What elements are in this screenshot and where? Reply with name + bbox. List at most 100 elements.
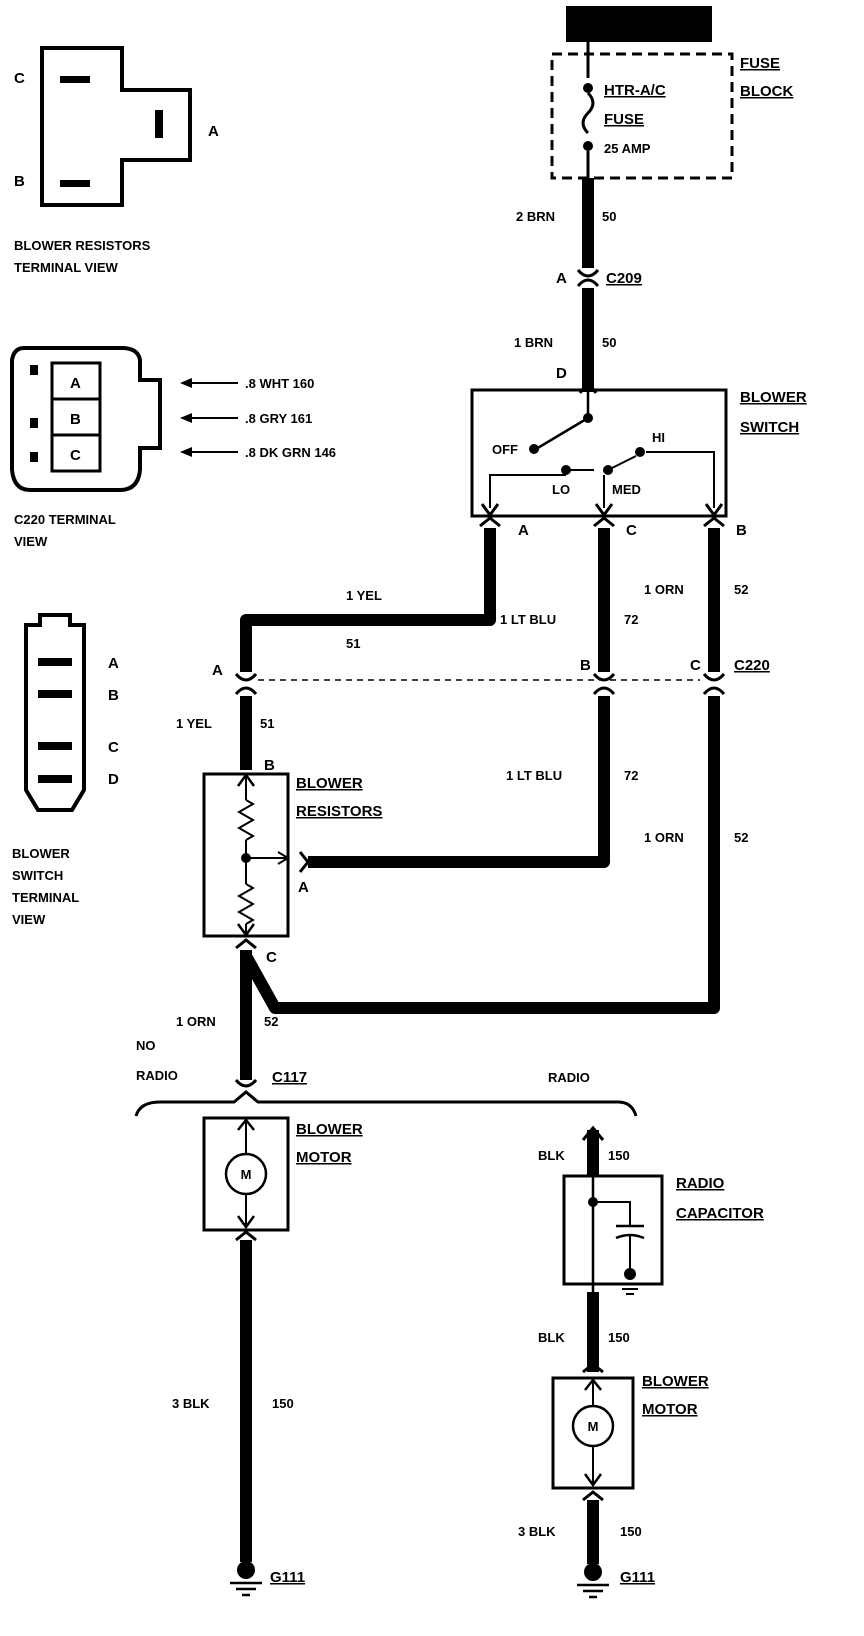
wire-52-bottom-circuit: 52 [264, 1014, 278, 1029]
wire-50-top-circuit: 50 [602, 209, 616, 224]
blower-switch-title-1: BLOWER [740, 389, 807, 406]
switch-pin-d-label: D [556, 365, 567, 382]
connector-c220 [234, 672, 726, 696]
switch-view-title-4: VIEW [12, 912, 46, 927]
resistors-terminal-view: C A B BLOWER RESISTORS TERMINAL VIEW [14, 46, 219, 275]
wire-150-left-circuit: 150 [272, 1396, 294, 1411]
wire-72-bottom-color: 1 LT BLU [506, 768, 562, 783]
wire-51-bottom-circuit: 51 [260, 716, 274, 731]
resistor-pin-a: A [208, 123, 219, 140]
motor-symbol-right: M [588, 1419, 599, 1434]
switch-pos-hi: HI [652, 430, 665, 445]
blower-resistors: BLOWER RESISTORS B A C [202, 757, 382, 966]
wire-51-top-color: 1 YEL [346, 588, 382, 603]
ground-left: G111 [230, 1561, 305, 1597]
wire-150-radio2-circuit: 150 [608, 1330, 630, 1345]
wire-52-mid-color: 1 ORN [644, 830, 684, 845]
hot-in-run-label: HOT IN RUN [587, 16, 692, 36]
switch-pos-med: MED [612, 482, 641, 497]
c220-cavity-a: A [70, 375, 81, 392]
blower-motor-radio-title-2: MOTOR [642, 1401, 698, 1418]
blower-resistors-title-2: RESISTORS [296, 803, 382, 820]
c117-label: C117 [272, 1069, 307, 1086]
switch-pin-d: D [108, 771, 119, 788]
switch-pin-c-label: C [626, 522, 637, 539]
c220-pin-c-label: C [690, 657, 701, 674]
switch-pin-a-label: A [518, 522, 529, 539]
no-radio-label-1: NO [136, 1038, 156, 1053]
blower-switch: OFF LO MED HI BLOWER SWITCH D A C B [470, 365, 807, 539]
c220-pin-a-label: A [212, 662, 223, 679]
ground-right: G111 [577, 1563, 655, 1599]
connector-c209 [576, 268, 600, 288]
switch-pin-c: C [108, 739, 119, 756]
wire-50-bottom-color: 1 BRN [514, 335, 553, 350]
c220-cavity-b: B [70, 411, 81, 428]
wire-52-mid-circuit: 52 [734, 830, 748, 845]
blower-motor-radio-title-1: BLOWER [642, 1373, 709, 1390]
c220-view-title-2: VIEW [14, 534, 48, 549]
wire-labels: 2 BRN 50 A C209 1 BRN 50 1 YEL 51 1 LT B… [136, 209, 770, 1539]
ground-right-label: G111 [620, 1569, 655, 1586]
c220-terminal-view: A B C .8 WHT 160 .8 GRY 161 .8 DK GRN 14… [10, 346, 336, 549]
switch-view-title-1: BLOWER [12, 846, 70, 861]
wire-72-top-color: 1 LT BLU [500, 612, 556, 627]
switch-pos-off: OFF [492, 442, 518, 457]
fuse-block: HTR-A/C FUSE 25 AMP FUSE BLOCK [550, 52, 793, 180]
fuse-block-label-2: BLOCK [740, 83, 793, 100]
c220-wire-a: .8 WHT 160 [245, 376, 314, 391]
resistor-pin-b: B [14, 173, 25, 190]
wire-52-top-circuit: 52 [734, 582, 748, 597]
blower-motor-title-1: BLOWER [296, 1121, 363, 1138]
wire-51-bottom-color: 1 YEL [176, 716, 212, 731]
c220-view-title-1: C220 TERMINAL [14, 512, 116, 527]
wire-150-radio2-color: BLK [538, 1330, 565, 1345]
c220-wire-b: .8 GRY 161 [245, 411, 312, 426]
motor-symbol-left: M [241, 1167, 252, 1182]
wire-72-top-circuit: 72 [624, 612, 638, 627]
fuse-name-2: FUSE [604, 111, 644, 128]
blower-switch-title-2: SWITCH [740, 419, 799, 436]
switch-view-title-3: TERMINAL [12, 890, 79, 905]
switch-view-title-2: SWITCH [12, 868, 63, 883]
ground-left-label: G111 [270, 1569, 305, 1586]
no-radio-label-2: RADIO [136, 1068, 178, 1083]
resistor-pin-c: C [14, 70, 25, 87]
switch-pin-a: A [108, 655, 119, 672]
fuse-rating: 25 AMP [604, 141, 651, 156]
switch-pin-b: B [108, 687, 119, 704]
switch-pin-b-label: B [736, 522, 747, 539]
c220-label: C220 [734, 657, 770, 674]
power-source: HOT IN RUN [566, 6, 712, 54]
blower-motor-title-2: MOTOR [296, 1149, 352, 1166]
blower-motor-radio: M BLOWER MOTOR [551, 1362, 709, 1502]
resistors-view-title-2: TERMINAL VIEW [14, 260, 118, 275]
connector-c117 [134, 1078, 638, 1117]
fuse-block-label-1: FUSE [740, 55, 780, 72]
radio-label: RADIO [548, 1070, 590, 1085]
c220-cavity-c: C [70, 447, 81, 464]
blower-motor-no-radio: M BLOWER MOTOR [202, 1116, 363, 1242]
wire-150-left-color: 3 BLK [172, 1396, 210, 1411]
resistors-pin-b-label: B [264, 757, 275, 774]
fuse-name-1: HTR-A/C [604, 82, 666, 99]
wire-150-radio3-color: 3 BLK [518, 1524, 556, 1539]
resistors-pin-a-label: A [298, 879, 309, 896]
wire-150-radio3-circuit: 150 [620, 1524, 642, 1539]
wire-72-bottom-circuit: 72 [624, 768, 638, 783]
resistors-view-title-1: BLOWER RESISTORS [14, 238, 151, 253]
wire-52-top-color: 1 ORN [644, 582, 684, 597]
wire-50-bottom-circuit: 50 [602, 335, 616, 350]
c209-pin-label: A [556, 270, 567, 287]
wire-52-bottom-color: 1 ORN [176, 1014, 216, 1029]
wire-150-radio1-circuit: 150 [608, 1148, 630, 1163]
wire-runs [240, 178, 720, 1564]
wire-50-top-color: 2 BRN [516, 209, 555, 224]
c220-pin-b-label: B [580, 657, 591, 674]
wire-150-radio1-color: BLK [538, 1148, 565, 1163]
radio-capacitor: RADIO CAPACITOR [562, 1125, 764, 1295]
switch-terminal-view: A B C D BLOWER SWITCH TERMINAL VIEW [12, 613, 119, 927]
resistors-pin-c-label: C [266, 949, 277, 966]
radio-capacitor-title-1: RADIO [676, 1175, 725, 1192]
